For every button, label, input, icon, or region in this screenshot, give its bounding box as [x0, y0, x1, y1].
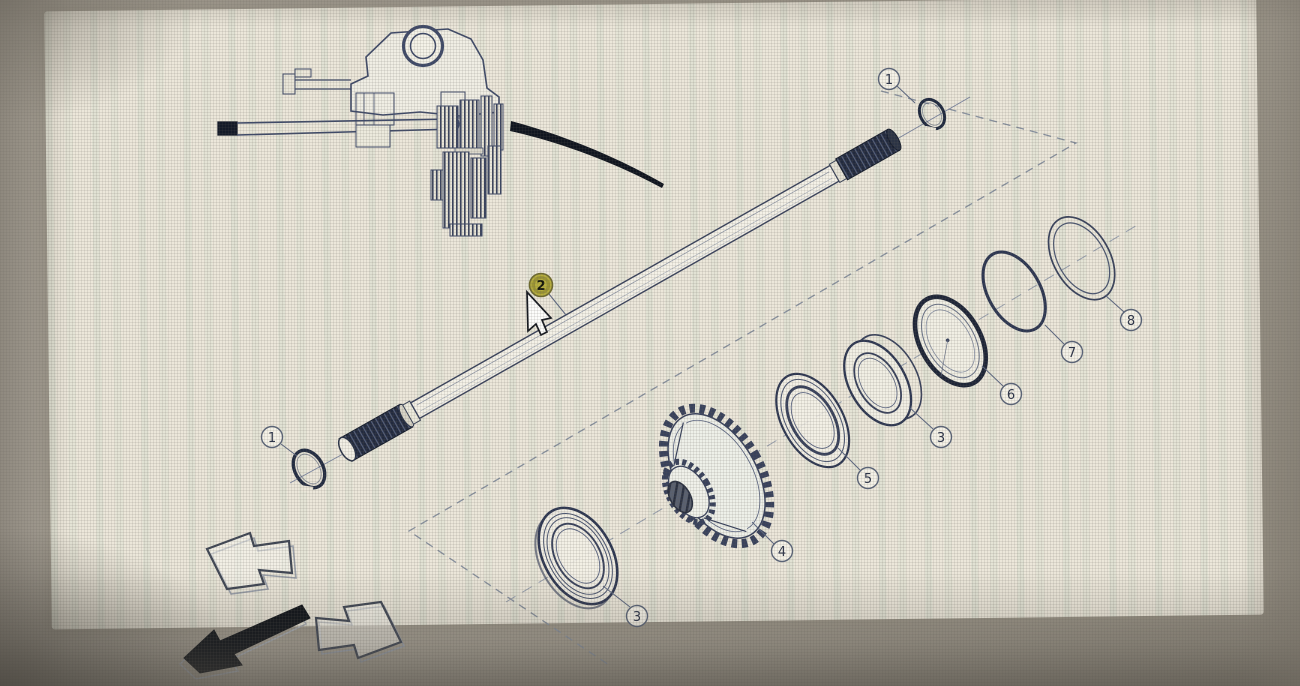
exploded-parts: [534, 216, 1116, 610]
svg-text:8: 8: [1127, 314, 1135, 329]
nav-arrow-down-left[interactable]: [178, 604, 311, 680]
svg-text:7: 7: [1068, 346, 1076, 361]
bearing-cup: [912, 294, 989, 388]
svg-text:6: 6: [1007, 388, 1015, 403]
assembly-thumbnail[interactable]: [217, 24, 504, 237]
arrow-down-right-icon: [314, 600, 403, 660]
part-callout-1-left[interactable]: 1: [260, 425, 284, 449]
dashed-guides: [289, 90, 1140, 668]
callout-leaders: [280, 85, 1125, 608]
svg-text:2: 2: [536, 279, 545, 294]
part-callout-4[interactable]: 4: [770, 539, 794, 563]
part-callout-5[interactable]: 5: [856, 466, 880, 490]
part-callout-3-front[interactable]: 3: [625, 604, 649, 628]
part-callout-6[interactable]: 6: [999, 382, 1023, 406]
svg-text:4: 4: [778, 545, 786, 560]
nav-arrow-up-left[interactable]: [205, 531, 297, 595]
swoosh-curve: [510, 121, 664, 188]
arrow-down-left-icon: [183, 604, 311, 674]
svg-text:1: 1: [885, 73, 893, 88]
part-callout-7[interactable]: 7: [1060, 340, 1084, 364]
snap-ring-right: [917, 97, 947, 133]
arrow-up-left-icon: [205, 531, 294, 591]
svg-text:1: 1: [268, 431, 276, 446]
o-ring: [981, 250, 1047, 333]
part-callout-2-highlighted[interactable]: 2: [528, 272, 554, 298]
gear: [658, 403, 775, 549]
part-callout-8[interactable]: 8: [1119, 308, 1143, 332]
part-callout-1-right[interactable]: 1: [877, 67, 901, 91]
nav-arrow-down-right[interactable]: [314, 600, 406, 664]
part-callout-3-rear[interactable]: 3: [929, 425, 953, 449]
svg-text:3: 3: [633, 610, 641, 625]
svg-text:3: 3: [937, 431, 945, 446]
bearing-front: [534, 506, 619, 610]
svg-text:5: 5: [864, 472, 872, 487]
